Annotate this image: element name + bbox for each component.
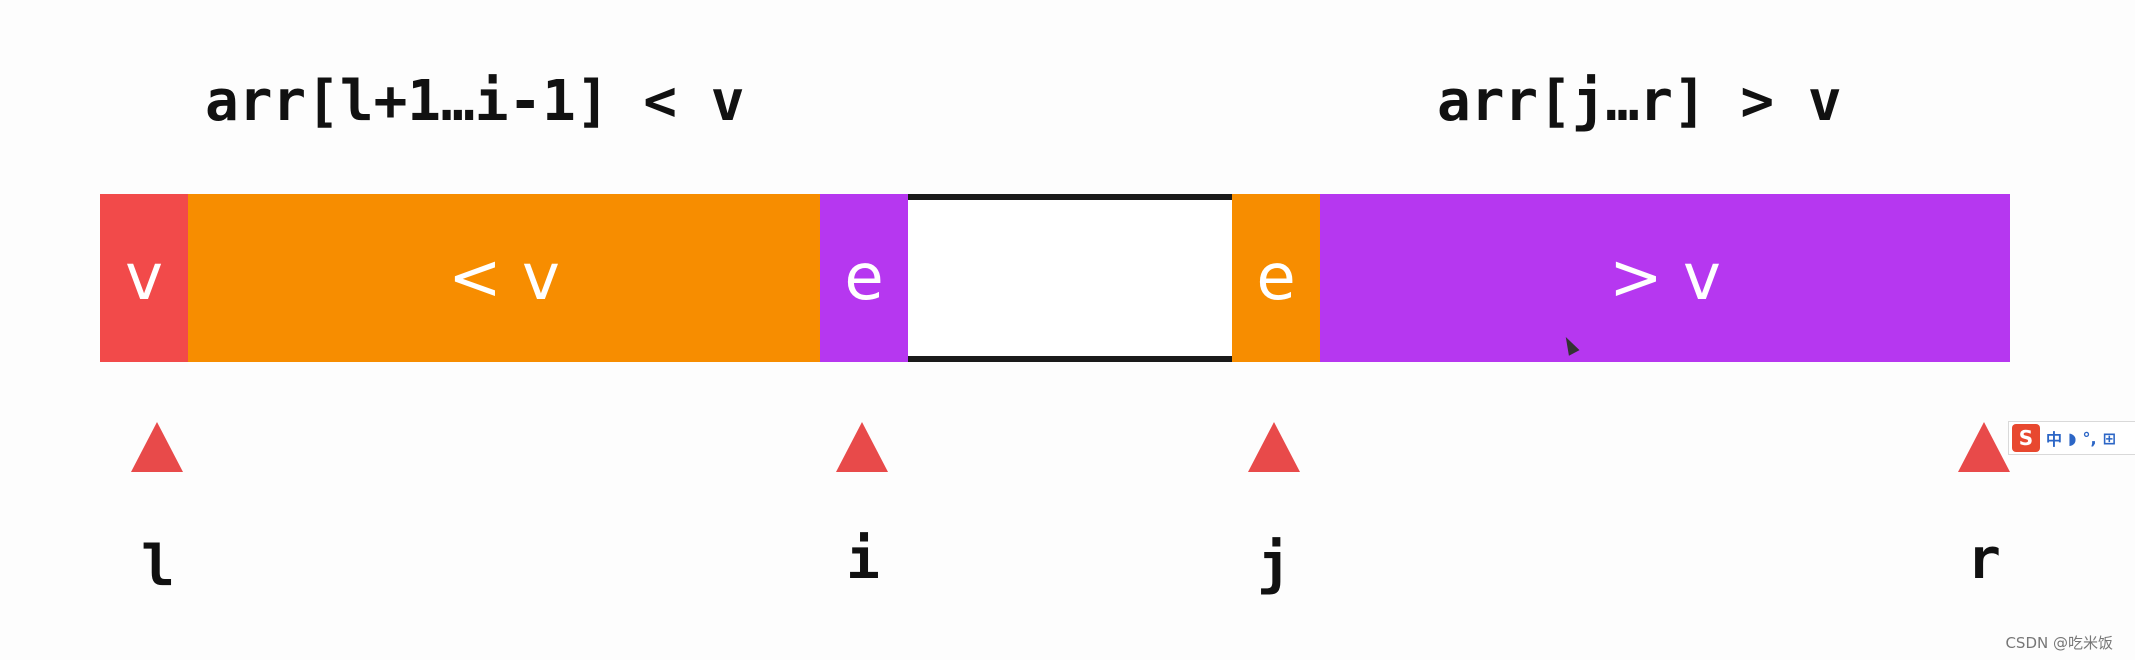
segment-less-than-v: < v xyxy=(188,194,820,362)
ime-keyboard-icon[interactable]: ⊞ xyxy=(2102,428,2116,448)
index-label-r: r xyxy=(1967,527,2001,592)
segment-unprocessed xyxy=(908,194,1232,362)
ime-moon-icon[interactable]: ◗ xyxy=(2068,428,2077,448)
pointer-j-triangle-icon xyxy=(1248,422,1300,472)
ime-language-toggle[interactable]: 中 xyxy=(2046,430,2063,449)
segment-current-element-i: e xyxy=(820,194,908,362)
partition-bar: v < v e e > v xyxy=(100,194,2010,362)
watermark: CSDN @吃米饭 xyxy=(2005,634,2113,652)
ime-toolbar[interactable]: S 中 ◗ °, ⊞ xyxy=(2008,421,2135,455)
ime-logo-icon[interactable]: S xyxy=(2012,424,2040,452)
segment-greater-than-v: > v xyxy=(1320,194,2010,362)
segment-pivot: v xyxy=(100,194,188,362)
ime-punctuation-icon[interactable]: °, xyxy=(2082,428,2097,448)
right-region-annotation: arr[j…r] > v xyxy=(1437,69,1842,134)
index-label-l: l xyxy=(141,534,175,599)
segment-current-element-j: e xyxy=(1232,194,1320,362)
pointer-l-triangle-icon xyxy=(131,422,183,472)
index-label-j: j xyxy=(1257,532,1291,597)
index-label-i: i xyxy=(846,527,880,592)
pointer-r-triangle-icon xyxy=(1958,422,2010,472)
left-region-annotation: arr[l+1…i-1] < v xyxy=(205,69,745,134)
pointer-i-triangle-icon xyxy=(836,422,888,472)
